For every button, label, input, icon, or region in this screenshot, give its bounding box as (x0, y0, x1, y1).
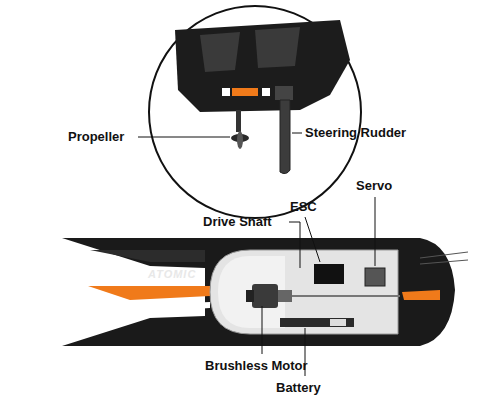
servo (365, 268, 385, 286)
hull-brand: ATOMIC (148, 266, 196, 282)
part-label: ESC (290, 199, 317, 215)
cockpit (210, 250, 398, 334)
leader-line (289, 222, 300, 268)
leader-line (305, 217, 320, 262)
orange-stripe (88, 286, 210, 300)
prop-strut (236, 110, 241, 132)
inset-circle (149, 6, 361, 218)
orange-mark (232, 88, 258, 96)
rudder-mount (275, 86, 293, 100)
esc (314, 264, 344, 284)
white-stripe (110, 302, 210, 312)
brushless-motor (252, 284, 278, 308)
leader-line (138, 137, 230, 138)
leader-line (262, 306, 263, 354)
rudder (280, 100, 290, 174)
part-label: Propeller (68, 129, 124, 145)
battery-sticker (330, 319, 346, 326)
white-mark (222, 88, 230, 96)
cockpit-window (218, 256, 285, 328)
stern-detail (200, 32, 240, 72)
hull-shade (90, 250, 205, 262)
drive-shaft (292, 295, 400, 297)
propeller-blade (237, 131, 243, 149)
part-label: Steering Rudder (305, 125, 406, 141)
stern-detail (255, 27, 300, 68)
orange-stripe (402, 290, 440, 300)
leader-line (375, 197, 376, 266)
part-label: Drive Shaft (203, 214, 272, 230)
battery (280, 318, 354, 327)
part-label: Battery (276, 380, 321, 396)
white-mark (262, 88, 270, 96)
coupler (278, 290, 292, 302)
stern-hull (175, 20, 350, 112)
part-label: Brushless Motor (205, 358, 308, 374)
motor-end (246, 290, 254, 302)
antenna (420, 252, 468, 264)
part-label: Servo (356, 178, 392, 194)
leader-line (292, 133, 302, 134)
hull (62, 238, 455, 346)
